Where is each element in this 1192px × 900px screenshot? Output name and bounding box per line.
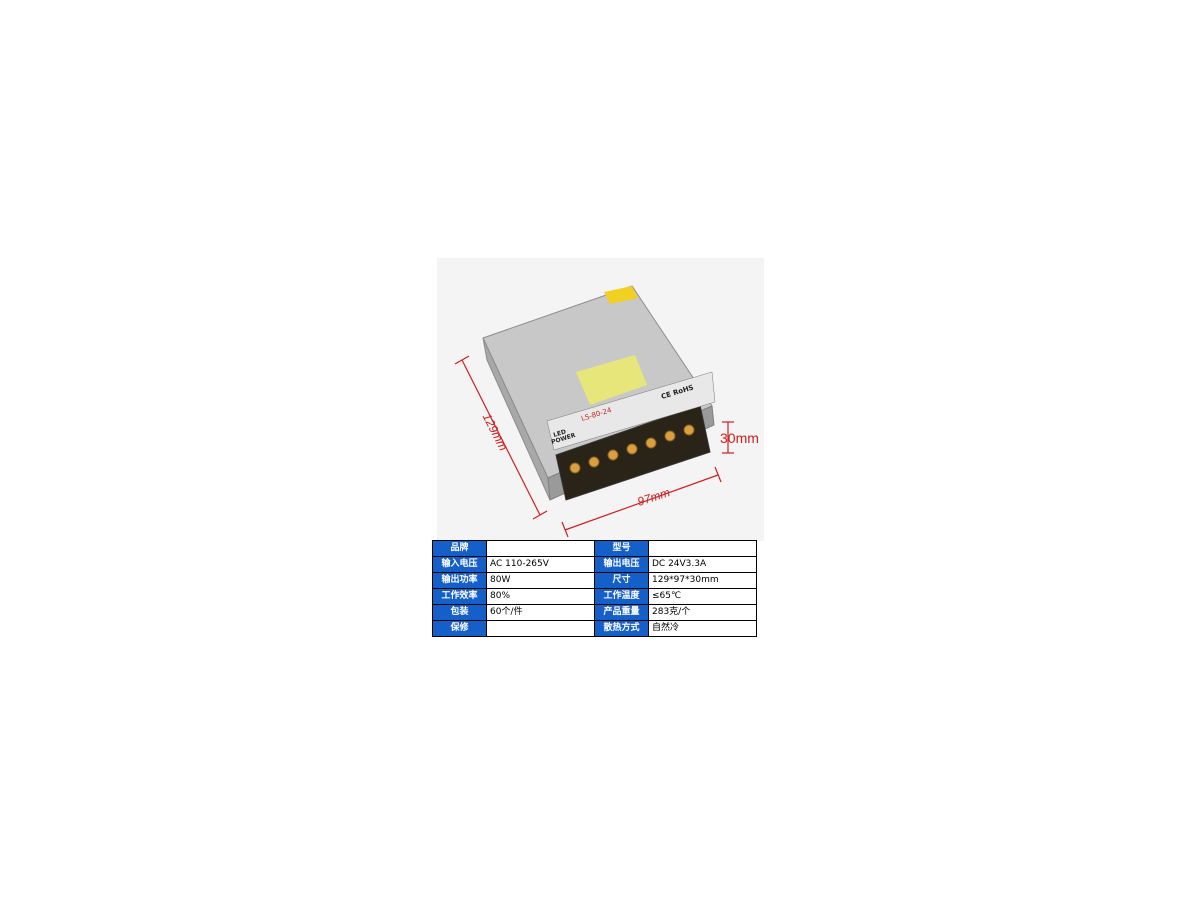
table-row: 包装 60个/件 产品重量 283克/个 bbox=[432, 604, 757, 621]
spec-value: 80% bbox=[486, 588, 595, 605]
dim-line-width bbox=[564, 474, 719, 531]
spec-key: 输入电压 bbox=[432, 556, 487, 573]
dimension-lines bbox=[454, 355, 734, 538]
table-row: 工作效率 80% 工作温度 ≤65℃ bbox=[432, 588, 757, 605]
spec-key: 保修 bbox=[432, 620, 487, 637]
spec-key: 尺寸 bbox=[594, 572, 649, 589]
spec-value bbox=[486, 540, 595, 557]
terminal-screws bbox=[569, 424, 695, 474]
power-supply-device: LED POWER LS-80-24 CE RoHS bbox=[482, 285, 716, 501]
spec-key: 型号 bbox=[594, 540, 649, 557]
spec-key: 工作温度 bbox=[594, 588, 649, 605]
spec-key: 品牌 bbox=[432, 540, 487, 557]
spec-key: 输出功率 bbox=[432, 572, 487, 589]
table-row: 输入电压 AC 110-265V 输出电压 DC 24V3.3A bbox=[432, 556, 757, 573]
spec-value: 自然冷 bbox=[648, 620, 757, 637]
spec-value: 80W bbox=[486, 572, 595, 589]
spec-table: 品牌 型号 输入电压 AC 110-265V 输出电压 DC 24V3.3A 输… bbox=[432, 540, 757, 637]
table-row: 输出功率 80W 尺寸 129*97*30mm bbox=[432, 572, 757, 589]
label-brand-line1: LED bbox=[553, 428, 567, 438]
table-row: 保修 散热方式 自然冷 bbox=[432, 620, 757, 637]
spec-value: 60个/件 bbox=[486, 604, 595, 621]
spec-key: 产品重量 bbox=[594, 604, 649, 621]
spec-key: 输出电压 bbox=[594, 556, 649, 573]
table-row: 品牌 型号 bbox=[432, 540, 757, 557]
warning-sticker bbox=[604, 286, 638, 304]
spec-value bbox=[648, 540, 757, 557]
spec-value: AC 110-265V bbox=[486, 556, 595, 573]
dimension-height-label: 30mm bbox=[720, 430, 759, 446]
spec-key: 工作效率 bbox=[432, 588, 487, 605]
internal-component-yellow bbox=[576, 355, 647, 405]
spec-value: 283克/个 bbox=[648, 604, 757, 621]
spec-value: ≤65℃ bbox=[648, 588, 757, 605]
spec-key: 包装 bbox=[432, 604, 487, 621]
dim-line-length bbox=[461, 359, 541, 516]
spec-value: DC 24V3.3A bbox=[648, 556, 757, 573]
spec-value bbox=[486, 620, 595, 637]
spec-key: 散热方式 bbox=[594, 620, 649, 637]
spec-value: 129*97*30mm bbox=[648, 572, 757, 589]
spec-label bbox=[546, 371, 716, 451]
